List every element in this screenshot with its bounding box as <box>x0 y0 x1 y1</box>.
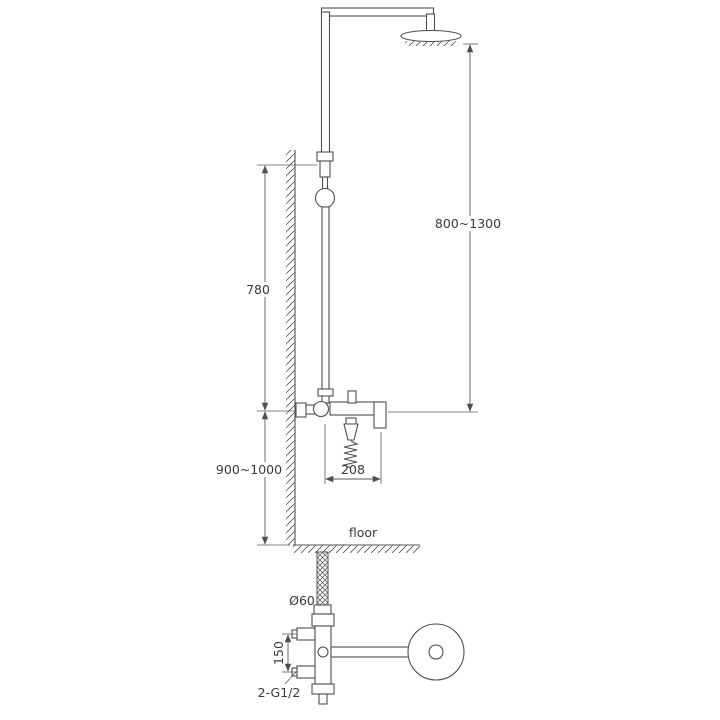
dimension-head-height: 800~1300 <box>388 43 501 413</box>
hand-shower <box>342 417 359 469</box>
dim-208-label: 208 <box>341 462 365 477</box>
dim-900-1000-label: 900~1000 <box>216 462 282 477</box>
tub-spout <box>329 401 379 416</box>
thread-label: 2-G1/2 <box>258 685 301 700</box>
wall-hatch <box>286 150 295 545</box>
mixer-detail-view: Ø60 150 2-G1/2 <box>258 551 465 705</box>
shower-column <box>314 7 462 404</box>
dimension-inlet-spacing: 150 <box>271 633 297 673</box>
dim-780-label: 780 <box>246 282 270 297</box>
rain-shower-head <box>400 29 462 46</box>
dimension-riser-to-mixer: 780 <box>244 164 317 412</box>
inlet-upper <box>296 627 316 641</box>
dimension-spout-projection: 208 <box>324 424 382 484</box>
shower-arm-horizontal <box>320 7 435 17</box>
detail-round-head-hub <box>428 644 444 660</box>
tub-spout-outlet <box>373 401 387 429</box>
braided-hose <box>316 551 329 608</box>
wall <box>286 150 296 545</box>
riser-lower-tube <box>321 206 330 404</box>
valve-body-detail <box>291 613 335 705</box>
mixer-assembly <box>295 390 387 469</box>
valve-center-knob <box>317 646 329 658</box>
riser-connector <box>316 151 334 190</box>
hand-shower-coiled-hose <box>342 440 359 469</box>
floor: floor <box>293 525 420 553</box>
wall-escutcheon <box>295 402 307 418</box>
inlet-lower <box>296 665 316 679</box>
spout-diverter-pull <box>347 390 357 404</box>
hose-diameter-label: Ø60 <box>289 593 315 608</box>
thread-callout: 2-G1/2 <box>258 671 301 700</box>
diverter-knob <box>314 187 336 209</box>
riser-upper-tube <box>320 11 331 154</box>
shower-head-nozzles <box>405 41 458 46</box>
dim-150-label: 150 <box>271 641 286 665</box>
riser-slider-fitting <box>317 388 334 397</box>
hand-shower-head <box>343 423 359 441</box>
floor-label: floor <box>349 525 378 540</box>
head-drop-tube <box>425 13 436 33</box>
hand-shower-holder <box>345 417 357 425</box>
floor-hatch <box>293 545 420 553</box>
dim-head-height-label: 800~1300 <box>435 216 501 231</box>
dimension-mixer-height: 900~1000 <box>216 411 290 546</box>
hose-nut <box>313 604 332 615</box>
detail-shower-arm <box>330 646 410 658</box>
mixer-valve-knob <box>312 400 330 418</box>
